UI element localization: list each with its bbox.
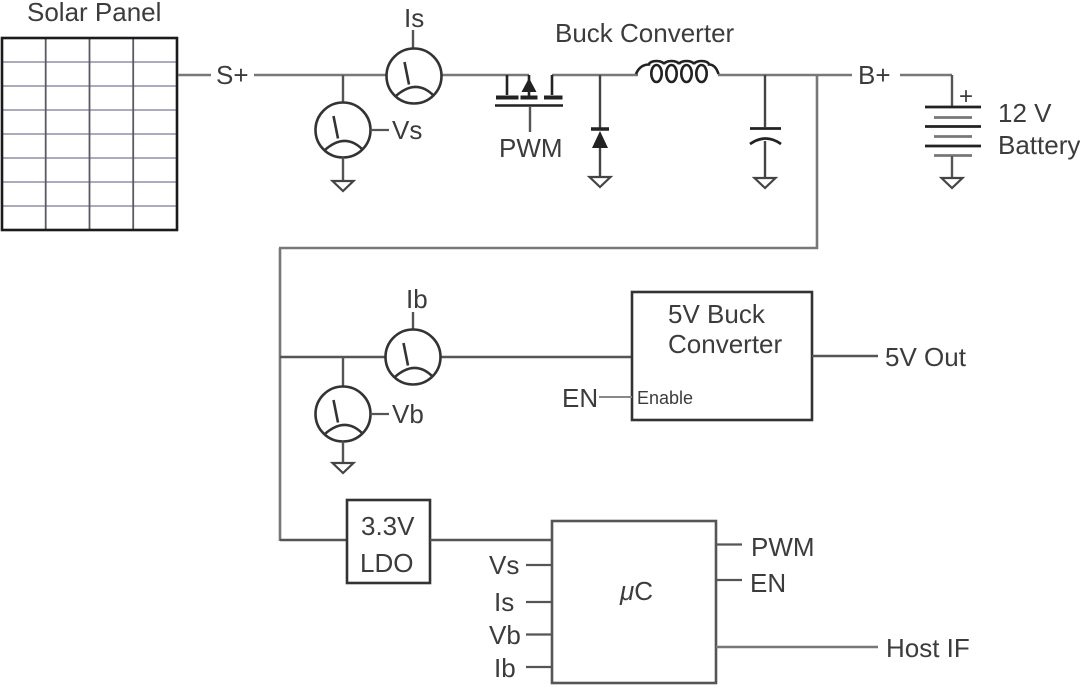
svg-text:μC: μC bbox=[619, 576, 653, 606]
svg-text:EN: EN bbox=[750, 568, 786, 598]
svg-text:+: + bbox=[959, 83, 973, 110]
svg-text:Is: Is bbox=[404, 3, 424, 33]
svg-text:Ib: Ib bbox=[494, 653, 516, 683]
svg-text:Battery: Battery bbox=[998, 130, 1080, 160]
svg-text:Vb: Vb bbox=[392, 399, 424, 429]
svg-text:Converter: Converter bbox=[668, 329, 782, 359]
svg-text:5V Buck: 5V Buck bbox=[668, 299, 766, 329]
svg-text:Vs: Vs bbox=[489, 550, 519, 580]
svg-text:Vs: Vs bbox=[392, 115, 422, 145]
svg-text:S+: S+ bbox=[216, 60, 249, 90]
svg-text:3.3V: 3.3V bbox=[361, 511, 415, 541]
svg-text:Ib: Ib bbox=[406, 284, 428, 314]
svg-text:PWM: PWM bbox=[751, 532, 815, 562]
svg-text:Vb: Vb bbox=[489, 620, 521, 650]
svg-text:PWM: PWM bbox=[499, 133, 563, 163]
svg-text:Enable: Enable bbox=[637, 388, 693, 408]
svg-text:Buck Converter: Buck Converter bbox=[555, 18, 735, 48]
svg-text:Host IF: Host IF bbox=[886, 633, 970, 663]
svg-text:B+: B+ bbox=[858, 60, 891, 90]
svg-text:12 V: 12 V bbox=[998, 98, 1052, 128]
svg-text:EN: EN bbox=[562, 383, 598, 413]
svg-text:Solar Panel: Solar Panel bbox=[27, 0, 161, 27]
svg-text:5V Out: 5V Out bbox=[885, 342, 967, 372]
svg-text:LDO: LDO bbox=[360, 548, 413, 578]
svg-text:Is: Is bbox=[494, 587, 514, 617]
